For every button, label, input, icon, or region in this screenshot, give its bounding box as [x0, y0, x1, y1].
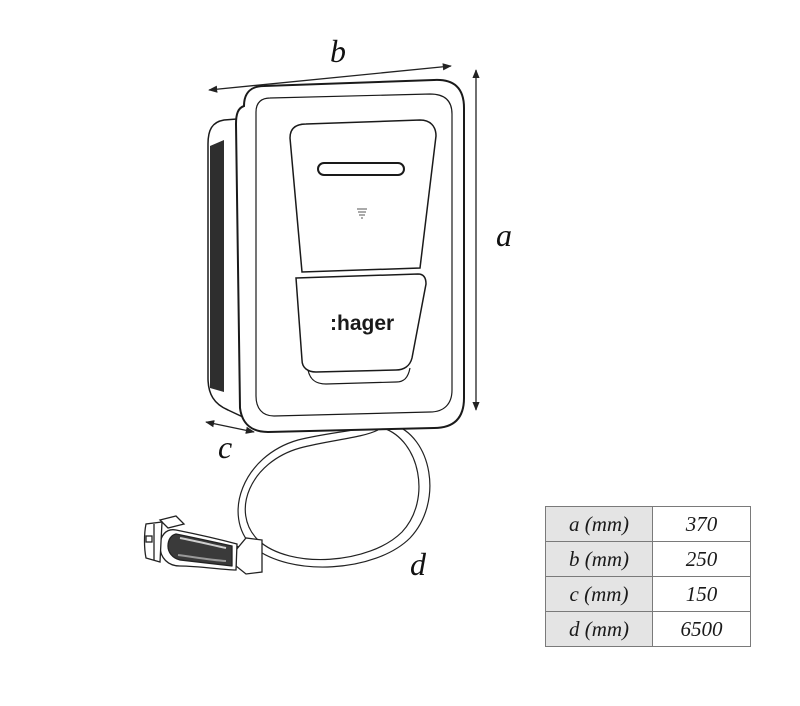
charger-front-bevel	[255, 93, 453, 417]
table-value-a: 370	[652, 506, 751, 542]
dimension-c: c	[205, 420, 255, 465]
dimension-c-label: c	[218, 429, 232, 465]
table-key-a: a (mm)	[545, 506, 653, 542]
table-row: c (mm) 150	[545, 576, 751, 612]
logo-panel	[295, 273, 427, 373]
dimension-b-label: b	[330, 33, 346, 69]
table-value-b: 250	[652, 541, 751, 577]
display-panel	[289, 119, 437, 273]
table-key-d: d (mm)	[545, 611, 653, 647]
table-row: b (mm) 250	[545, 541, 751, 577]
table-row: d (mm) 6500	[545, 611, 751, 647]
brand-logo: :hager	[330, 312, 394, 335]
dimension-b: b	[208, 33, 452, 93]
charger-back-shadow	[210, 140, 224, 392]
logo-panel-lip	[307, 367, 411, 385]
status-led-bar	[317, 162, 405, 176]
table-key-c: c (mm)	[545, 576, 653, 612]
table-row: a (mm) 370	[545, 506, 751, 542]
dimensions-table: a (mm) 370 b (mm) 250 c (mm) 150 d (mm) …	[545, 506, 751, 647]
dimension-d-label: d	[410, 546, 427, 582]
dimension-c-arrow	[205, 420, 255, 434]
dimension-a: a	[472, 69, 512, 411]
signal-icon	[357, 208, 367, 219]
table-value-d: 6500	[652, 611, 751, 647]
table-key-b: b (mm)	[545, 541, 653, 577]
dimension-b-arrow	[208, 63, 452, 93]
table-value-c: 150	[652, 576, 751, 612]
connector-plug	[143, 515, 263, 575]
dimension-a-label: a	[496, 217, 512, 253]
